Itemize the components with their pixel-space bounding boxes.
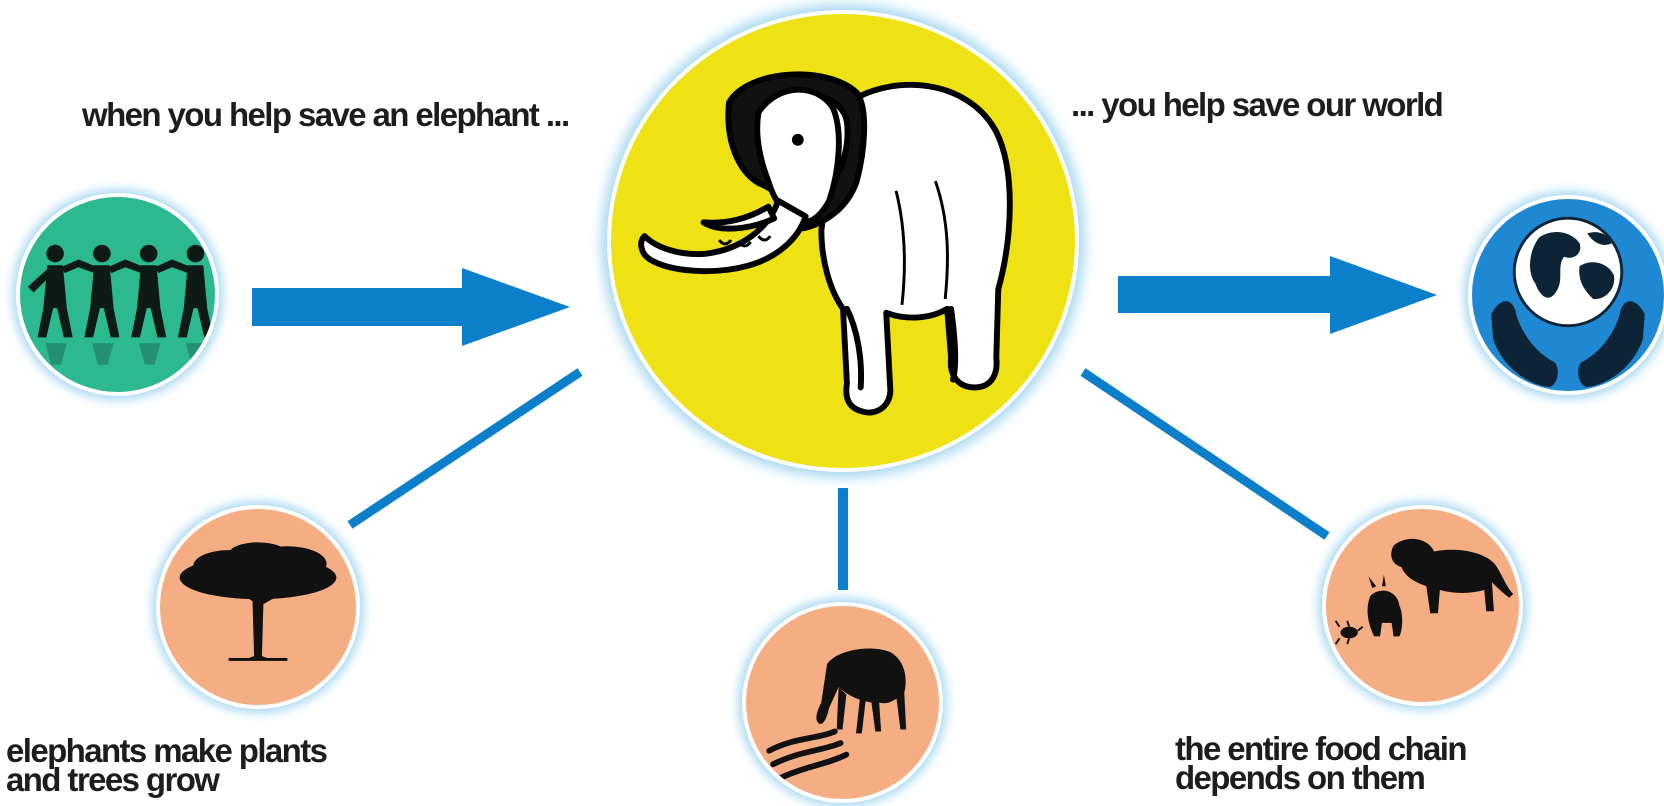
tree-disc [156,505,360,709]
world-in-hands-icon [1472,199,1664,391]
arrow-elephant-to-world [1118,256,1437,334]
people-chain-icon [20,197,215,392]
acacia-tree-icon [160,509,356,705]
people-disc [16,193,219,396]
world-disc [1468,195,1664,395]
caption-food-chain: the entire food chain depends on them [1175,734,1466,792]
line-elephant-to-tree [350,372,580,525]
elephant-disc [607,10,1079,472]
arrow-people-to-elephant [252,268,570,346]
food-chain-animals-icon [1326,509,1519,702]
caption-plants-line-2: and trees grow [6,765,326,794]
elephant-icon [611,14,1075,468]
caption-plants-trees: elephants make plants and trees grow [6,736,326,794]
grazing-antelope-icon [746,606,939,799]
line-elephant-to-food-chain [1083,372,1327,536]
caption-save-elephant: when you help save an elephant ... [82,95,569,135]
food-chain-disc [1322,505,1523,706]
caption-food-line-2: depends on them [1175,763,1466,792]
caption-save-world: ... you help save our world [1071,85,1442,125]
antelope-disc [742,602,943,803]
